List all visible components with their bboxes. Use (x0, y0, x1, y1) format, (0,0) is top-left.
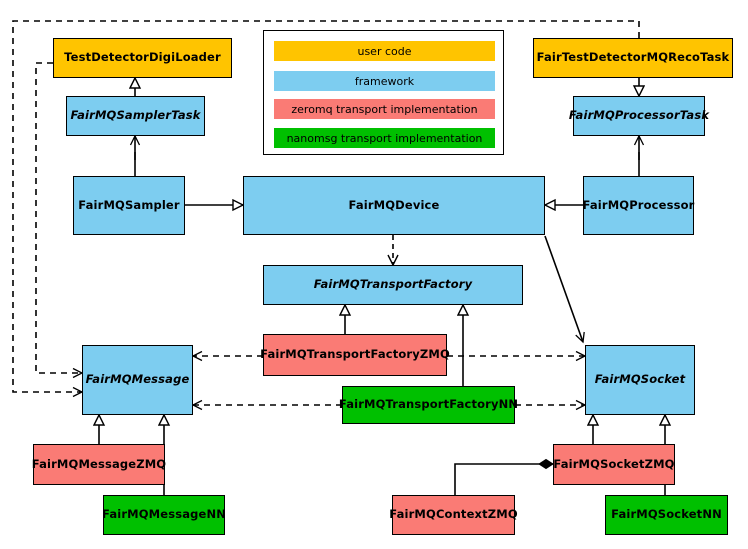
legend-label-user-code: user code (357, 44, 412, 58)
legend-item-zeromq: zeromq transport implementation (274, 99, 495, 119)
class-node-fairtestdetector-mqrecotask[interactable]: FairTestDetectorMQRecoTask (533, 38, 733, 78)
class-node-label: FairMQSamplerTask (70, 108, 201, 123)
edge-contextzmq-to-socketzmq (454, 458, 554, 495)
class-node-label: FairMQMessageZMQ (31, 456, 167, 471)
class-node-label: FairMQDevice (348, 197, 440, 212)
class-node-fairmq-sampler-task[interactable]: FairMQSamplerTask (66, 96, 205, 136)
legend-label-nanomsg: nanomsg transport implementation (286, 131, 483, 145)
class-node-fairmq-socket-nn[interactable]: FairMQSocketNN (605, 495, 728, 535)
class-node-label: FairMQTransportFactoryNN (338, 397, 519, 412)
class-node-fairmq-transport-factory[interactable]: FairMQTransportFactory (263, 265, 523, 305)
legend-label-zeromq: zeromq transport implementation (291, 102, 478, 116)
class-node-fairmq-transport-factory-nn[interactable]: FairMQTransportFactoryNN (338, 386, 519, 424)
class-node-label: FairTestDetectorMQRecoTask (536, 50, 730, 65)
class-node-fairmq-message-zmq[interactable]: FairMQMessageZMQ (31, 444, 167, 485)
legend-item-user-code: user code (274, 41, 495, 61)
class-node-label: FairMQMessage (85, 372, 190, 387)
class-node-label: FairMQSampler (78, 197, 180, 212)
class-node-fairmq-socket[interactable]: FairMQSocket (585, 345, 695, 415)
class-node-test-detector-digi-loader[interactable]: TestDetectorDigiLoader (53, 38, 232, 78)
class-node-label: FairMQTransportFactory (313, 277, 473, 292)
class-node-fairmq-processor-task[interactable]: FairMQProcessorTask (569, 96, 709, 136)
class-node-fairmq-socket-zmq[interactable]: FairMQSocketZMQ (553, 444, 675, 485)
class-node-fairmq-transport-factory-zmq[interactable]: FairMQTransportFactoryZMQ (260, 334, 450, 376)
class-node-label: FairMQProcessor (582, 197, 695, 212)
class-node-fairmq-sampler[interactable]: FairMQSampler (73, 176, 185, 235)
class-node-fairmq-message-nn[interactable]: FairMQMessageNN (102, 495, 226, 535)
legend-item-nanomsg: nanomsg transport implementation (274, 128, 495, 148)
legend-item-framework: framework (274, 71, 495, 91)
class-node-label: TestDetectorDigiLoader (64, 50, 221, 65)
class-node-fairmq-device[interactable]: FairMQDevice (243, 176, 545, 235)
class-node-fairmq-message[interactable]: FairMQMessage (82, 345, 193, 415)
class-node-label: FairMQContextZMQ (389, 507, 518, 522)
edge-device-to-socket (544, 235, 585, 344)
class-node-label: FairMQMessageNN (102, 507, 226, 522)
legend-label-framework: framework (354, 74, 415, 88)
class-node-label: FairMQSocketZMQ (553, 456, 675, 471)
class-node-fairmq-processor[interactable]: FairMQProcessor (583, 176, 694, 235)
class-node-label: FairMQSocket (594, 372, 686, 387)
class-node-fairmq-context-zmq[interactable]: FairMQContextZMQ (389, 495, 518, 535)
legend: user code framework zeromq transport imp… (263, 30, 504, 155)
class-node-label: FairMQSocketNN (611, 507, 722, 522)
class-node-label: FairMQProcessorTask (568, 108, 710, 123)
class-node-label: FairMQTransportFactoryZMQ (260, 347, 450, 362)
